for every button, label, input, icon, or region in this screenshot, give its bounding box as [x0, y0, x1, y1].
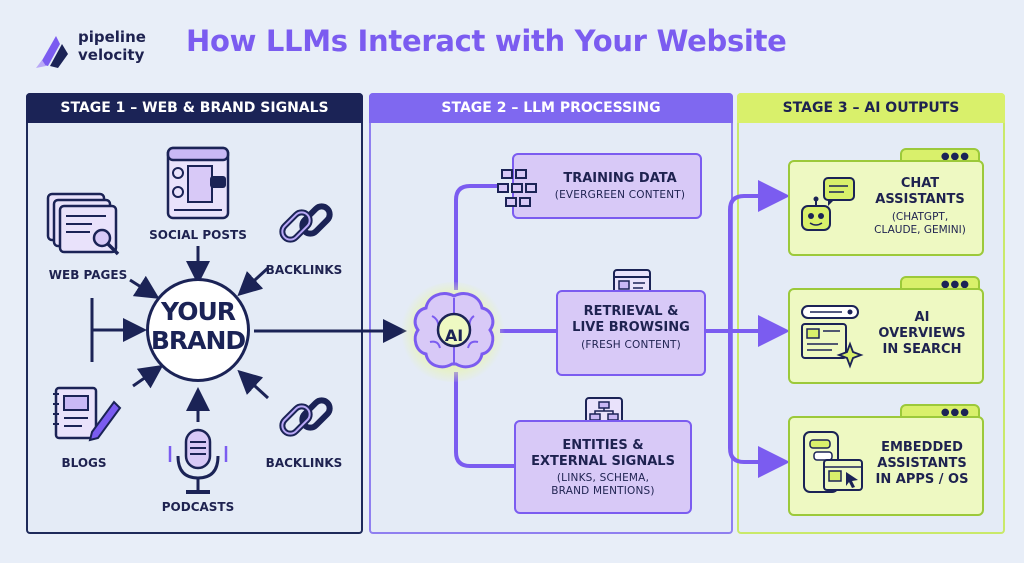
search-result-sparkle-icon [801, 305, 864, 369]
chat-sub2: CLAUDE, GEMINI) [874, 224, 966, 236]
training-title: TRAINING DATA [563, 171, 677, 186]
branch-entities [454, 372, 514, 468]
chat-line1: CHAT [900, 176, 940, 191]
retrieval-sub: (FRESH CONTENT) [581, 339, 681, 351]
ai-label: AI [444, 326, 464, 345]
overviews-line3: IN SEARCH [882, 342, 962, 357]
sitemap-icon [585, 397, 623, 425]
web-pages-icon [46, 192, 120, 256]
embedded-assistants-card: EMBEDDED ASSISTANTS IN APPS / OS [788, 416, 984, 516]
more-dots-icon: ●●● [940, 151, 970, 162]
chain-link-icon [279, 203, 333, 243]
training-data-box: TRAINING DATA (EVERGREEN CONTENT) [512, 153, 702, 219]
social-post-icon [166, 146, 230, 220]
backlinks-bottom-label: BACKLINKS [265, 456, 343, 470]
arrow-to-embedded [728, 331, 790, 478]
training-sub: (EVERGREEN CONTENT) [554, 189, 686, 201]
arrow-backlinks-bottom [237, 369, 270, 400]
more-dots-icon: ●●● [940, 407, 970, 418]
stage1-header: STAGE 1 – WEB & BRAND SIGNALS [26, 93, 363, 123]
page-title: How LLMs Interact with Your Website [186, 24, 787, 58]
chat-assistants-card: CHAT ASSISTANTS (CHATGPT, CLAUDE, GEMINI… [788, 160, 984, 256]
more-dots-icon: ●●● [940, 279, 970, 290]
overviews-line1: AI [914, 310, 930, 325]
embedded-line3: IN APPS / OS [875, 472, 969, 487]
social-posts-label: SOCIAL POSTS [149, 228, 247, 242]
branch-training [454, 184, 505, 290]
stage3-header: STAGE 3 – AI OUTPUTS [737, 93, 1005, 123]
chain-link-icon [279, 397, 333, 437]
logo-line2: velocity [78, 46, 145, 64]
chat-line2: ASSISTANTS [875, 192, 965, 207]
logo-text: pipeline velocity [78, 28, 146, 64]
arrow-left-merge [90, 298, 147, 342]
stage2-header: STAGE 2 – LLM PROCESSING [369, 93, 733, 123]
overviews-line2: OVERVIEWS [878, 326, 966, 341]
logo [34, 30, 74, 70]
web-pages-label: WEB PAGES [48, 268, 128, 282]
robot-chat-icon [801, 177, 855, 231]
brain-icon [413, 292, 495, 369]
brand-circle: YOUR BRAND [146, 278, 250, 382]
arrow-blogs [132, 364, 164, 389]
logo-mark-icon [36, 36, 68, 68]
entities-sub1: (LINKS, SCHEMA, [556, 472, 650, 484]
brand-line2: BRAND [150, 326, 246, 355]
entities-box: ENTITIES & EXTERNAL SIGNALS (LINKS, SCHE… [514, 420, 692, 514]
arrow-webpages [129, 275, 160, 299]
entities-line1: ENTITIES & [562, 438, 644, 453]
embedded-line2: ASSISTANTS [877, 456, 967, 471]
blogs-label: BLOGS [61, 456, 107, 470]
phone-app-icon [803, 431, 863, 493]
retrieval-line1: RETRIEVAL & [583, 304, 679, 319]
podcasts-label: PODCASTS [161, 500, 235, 514]
chat-sub1: (CHATGPT, [891, 211, 949, 223]
microphone-icon [168, 428, 228, 494]
arrow-backlinks-top [237, 266, 270, 297]
arrow-to-chat [728, 180, 790, 331]
embedded-line1: EMBEDDED [881, 440, 963, 455]
logo-line1: pipeline [78, 28, 146, 46]
backlinks-top-label: BACKLINKS [265, 263, 343, 277]
retrieval-line2: LIVE BROWSING [572, 320, 690, 335]
data-grid-icon [497, 169, 537, 207]
notebook-pen-icon [53, 386, 122, 442]
entities-sub2: BRAND MENTIONS) [551, 485, 655, 497]
ai-overviews-card: AI OVERVIEWS IN SEARCH [788, 288, 984, 384]
entities-line2: EXTERNAL SIGNALS [531, 454, 675, 469]
retrieval-box: RETRIEVAL & LIVE BROWSING (FRESH CONTENT… [556, 290, 706, 376]
brand-line1: YOUR [160, 297, 236, 326]
